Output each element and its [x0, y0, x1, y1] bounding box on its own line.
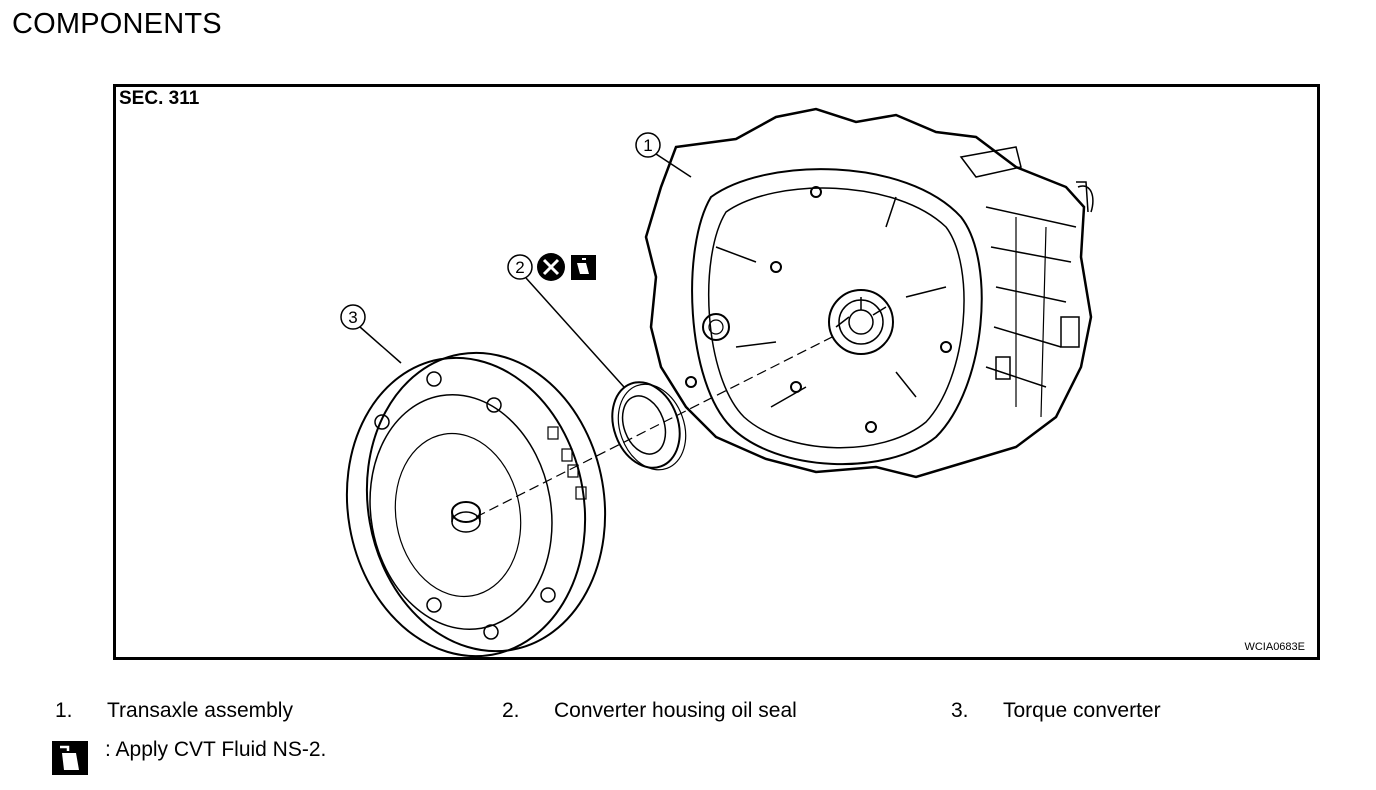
section-label: SEC. 311 [119, 88, 200, 109]
callout-1 [635, 132, 692, 178]
legend-label: Torque converter [1003, 699, 1161, 722]
converter-studs [374, 371, 556, 640]
legend-number: 1. [55, 699, 73, 722]
callout-2 [507, 254, 625, 388]
figure-code: WCIA0683E [1244, 641, 1305, 653]
oil-seal-drawing [611, 381, 687, 471]
callout-3-label: 3 [348, 308, 357, 327]
alignment-line [475, 334, 837, 518]
apply-fluid-icon [52, 741, 88, 775]
legend-label: Converter housing oil seal [554, 699, 797, 722]
exploded-view-drawing: 1 2 3 [340, 107, 1094, 657]
callout-2-label: 2 [515, 258, 524, 277]
legend-label: Transaxle assembly [107, 699, 293, 722]
apply-fluid-icon [571, 255, 596, 280]
note-text: : Apply CVT Fluid NS-2. [105, 738, 327, 761]
legend-number: 3. [951, 699, 969, 722]
torque-converter-drawing [345, 351, 607, 657]
legend-number: 2. [502, 699, 520, 722]
callout-1-label: 1 [643, 136, 652, 155]
page-heading: COMPONENTS [12, 8, 222, 40]
transaxle-assembly-drawing [644, 107, 1094, 479]
do-not-reuse-icon [537, 253, 565, 281]
component-figure: SEC. 311 [113, 84, 1320, 660]
callout-3 [340, 304, 402, 364]
